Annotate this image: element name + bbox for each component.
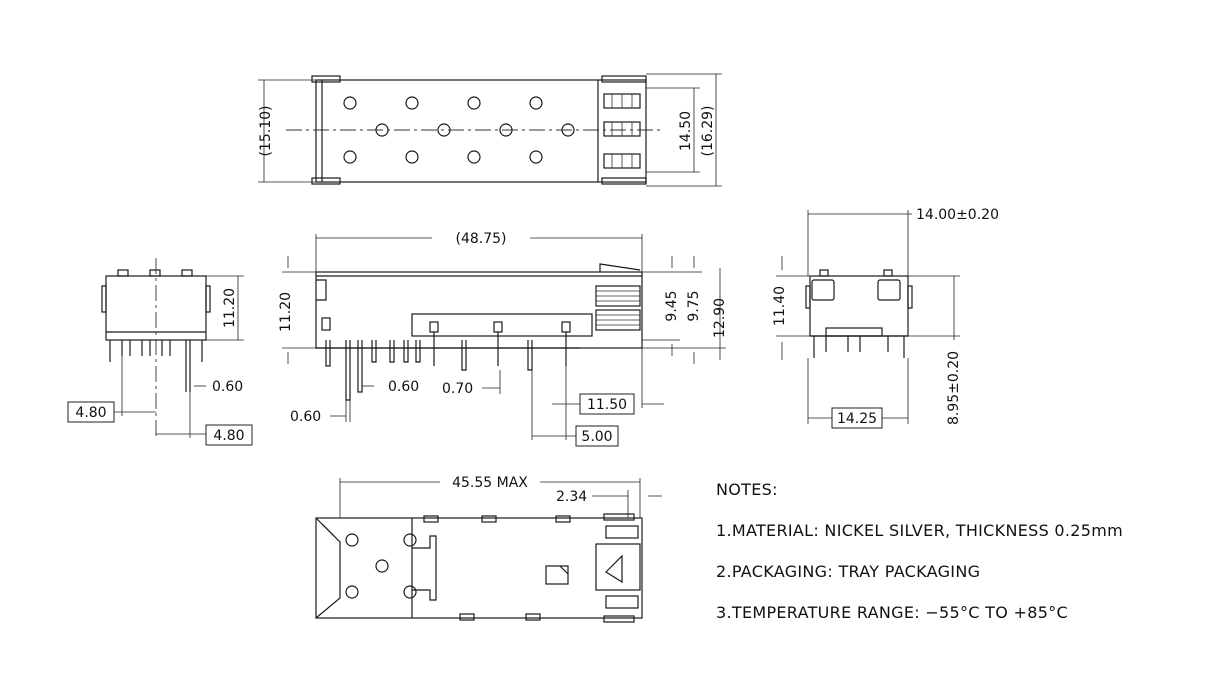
dim-right-box: 14.25 [837,411,877,427]
notes-block: NOTES: 1.MATERIAL: NICKEL SILVER, THICKN… [716,478,1206,642]
dim-bottom-length: 45.55 MAX [452,475,528,491]
dim-front-box-b: 5.00 [581,429,612,445]
dim-front-total-length: (48.75) [455,231,506,247]
dim-top-outer-width: (16.29) [700,105,716,156]
dim-front-d3: 12.90 [712,298,728,338]
dim-front-box-a: 11.50 [587,397,627,413]
dim-front-height: 11.20 [278,292,294,332]
note-material: 1.MATERIAL: NICKEL SILVER, THICKNESS 0.2… [716,521,1124,540]
dim-front-pin-width: 0.60 [290,409,321,425]
dim-bottom-offset: 2.34 [556,489,587,505]
dim-front-pitch-a: 0.60 [388,379,419,395]
right-end-view: 14.00±0.20 11.40 8.95±0.20 14.25 [772,207,999,429]
dim-top-inner-width: 14.50 [678,111,694,151]
dim-left-pin: 0.60 [212,379,243,395]
dim-left-height: 11.20 [222,288,238,328]
notes-heading: NOTES: [716,480,778,499]
left-side-view: 11.20 0.60 4.80 4.80 [67,258,253,446]
dim-top-left-height: (15.10) [258,105,274,156]
dim-front-d1: 9.45 [664,290,680,321]
dim-left-box-a: 4.80 [75,405,106,421]
note-temperature: 3.TEMPERATURE RANGE: −55°C TO +85°C [716,603,1068,622]
bottom-view: 45.55 MAX 2.34 [315,475,662,623]
dim-front-d2: 9.75 [686,290,702,321]
note-packaging: 2.PACKAGING: TRAY PACKAGING [716,562,981,581]
dim-right-width: 14.00±0.20 [916,207,999,223]
dim-right-height: 11.40 [772,286,788,326]
dim-left-box-b: 4.80 [213,428,244,444]
top-view: (15.10) 14.50 (16.29) [258,73,722,187]
dim-right-inner: 8.95±0.20 [946,351,962,425]
dim-front-pitch-b: 0.70 [442,381,473,397]
front-view: (48.75) 11.20 9.45 9.75 12.90 0.60 0.70 … [278,231,728,447]
